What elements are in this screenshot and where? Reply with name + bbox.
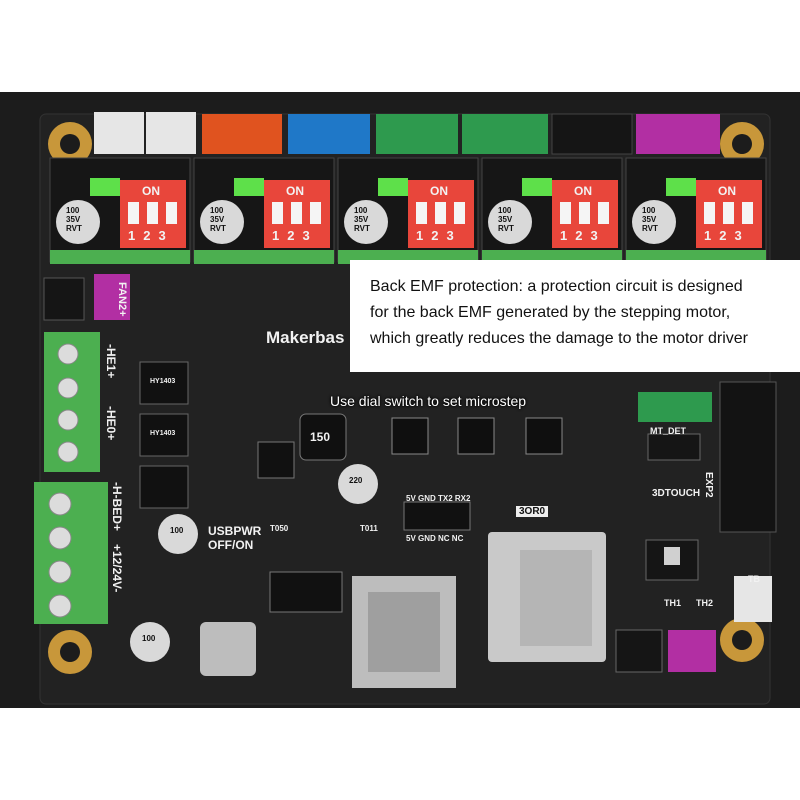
cap-label-b: 220 — [349, 476, 363, 485]
tb-label: TB — [748, 574, 760, 584]
bed-label: -H-BED+ — [110, 482, 124, 532]
dip-switch-lever — [272, 202, 283, 224]
usbpwr-label: USBPWR — [208, 524, 262, 538]
header-magenta — [636, 114, 720, 154]
header-blue — [288, 114, 370, 154]
led-indicator — [522, 178, 552, 196]
dip-on-label: ON — [574, 184, 592, 198]
mount-hole-icon — [720, 618, 764, 662]
bltouch-label: 3DTOUCH — [652, 488, 701, 499]
resistor-label: 3OR0 — [516, 506, 549, 517]
mount-hole-icon — [48, 122, 92, 166]
he1-label: -HE1+ — [104, 344, 118, 379]
fan-header-black — [43, 277, 85, 321]
capacitor — [130, 622, 170, 662]
chip-label-2: HY1403 — [150, 430, 176, 437]
th1-label: TH1 — [664, 598, 682, 608]
dip-switch-lever — [454, 202, 465, 224]
dip-switch-lever — [128, 202, 139, 224]
dip-switch-lever — [291, 202, 302, 224]
led-indicator — [234, 178, 264, 196]
cap-label-c: 100 — [142, 634, 156, 643]
inductor-label: 150 — [310, 430, 331, 444]
dip-on-label: ON — [142, 184, 160, 198]
capacitor-marking: 100 35V RVT — [354, 206, 370, 233]
header-black — [551, 113, 633, 155]
mount-hole-icon — [720, 122, 764, 166]
th2-label: TH2 — [696, 598, 714, 608]
dip-position-labels: 123 — [560, 228, 606, 243]
capacitor — [158, 514, 198, 554]
callout-line-1: Back EMF protection: a protection circui… — [370, 278, 743, 295]
dip-switch-lever — [560, 202, 571, 224]
fuse-label-2: T011 — [360, 524, 378, 533]
dip-switch-lever — [147, 202, 158, 224]
driver-terminal — [194, 250, 334, 264]
dip-switch-lever — [742, 202, 753, 224]
dip-position-labels: 123 — [128, 228, 174, 243]
header-green-1 — [376, 114, 458, 154]
capacitor-marking: 100 35V RVT — [210, 206, 226, 233]
dip-on-label: ON — [286, 184, 304, 198]
capacitor-marking: 100 35V RVT — [498, 206, 514, 233]
he0-label: -HE0+ — [104, 406, 118, 441]
mt-det-label: MT_DET — [650, 426, 686, 436]
header-white-2 — [146, 112, 196, 154]
microstep-caption: Use dial switch to set microstep — [330, 393, 527, 409]
capacitor — [488, 200, 532, 244]
chip-label-1: HY1403 — [150, 378, 176, 385]
brand-label: Makerbas — [266, 328, 345, 347]
callout-line-3: which greatly reduces the damage to the … — [370, 330, 748, 347]
dip-switch-lever — [166, 202, 177, 224]
usb-c-port — [200, 622, 256, 676]
dip-on-label: ON — [430, 184, 448, 198]
back-emf-callout: Back EMF protection: a protection circui… — [350, 260, 800, 372]
dip-position-labels: 123 — [272, 228, 318, 243]
dip-on-label: ON — [718, 184, 736, 198]
dip-switch-lever — [723, 202, 734, 224]
exp2-label: EXP2 — [703, 472, 714, 498]
dip-position-labels: 123 — [416, 228, 462, 243]
cap-label-a: 100 — [170, 526, 184, 535]
led-indicator — [90, 178, 120, 196]
led-indicator — [666, 178, 696, 196]
capacitor — [200, 200, 244, 244]
capacitor-marking: 100 35V RVT — [66, 206, 82, 233]
fuse-label-1: T050 — [270, 524, 289, 533]
dip-position-labels: 123 — [704, 228, 750, 243]
off-on-label: OFF/ON — [208, 538, 254, 552]
dip-switch-lever — [310, 202, 321, 224]
fan2-label: FAN2+ — [116, 282, 128, 317]
uart-bottom-label: 5V GND NC NC — [406, 534, 464, 543]
dip-switch-lever — [435, 202, 446, 224]
mount-hole-icon — [48, 630, 92, 674]
capacitor-marking: 100 35V RVT — [642, 206, 658, 233]
uart-top-label: 5V GND TX2 RX2 — [406, 494, 471, 503]
header-orange — [202, 114, 282, 154]
header-white-1 — [94, 112, 144, 154]
capacitor — [632, 200, 676, 244]
header-green-2 — [462, 114, 548, 154]
capacitor — [344, 200, 388, 244]
dip-switch-lever — [598, 202, 609, 224]
callout-line-2: for the back EMF generated by the steppi… — [370, 304, 731, 321]
capacitor — [338, 464, 378, 504]
dip-switch-lever — [579, 202, 590, 224]
dip-switch-lever — [704, 202, 715, 224]
led-indicator — [378, 178, 408, 196]
fan-header-magenta — [94, 274, 130, 320]
driver-terminal — [50, 250, 190, 264]
power-label: +12/24V- — [110, 544, 124, 593]
dip-switch-lever — [416, 202, 427, 224]
capacitor — [56, 200, 100, 244]
